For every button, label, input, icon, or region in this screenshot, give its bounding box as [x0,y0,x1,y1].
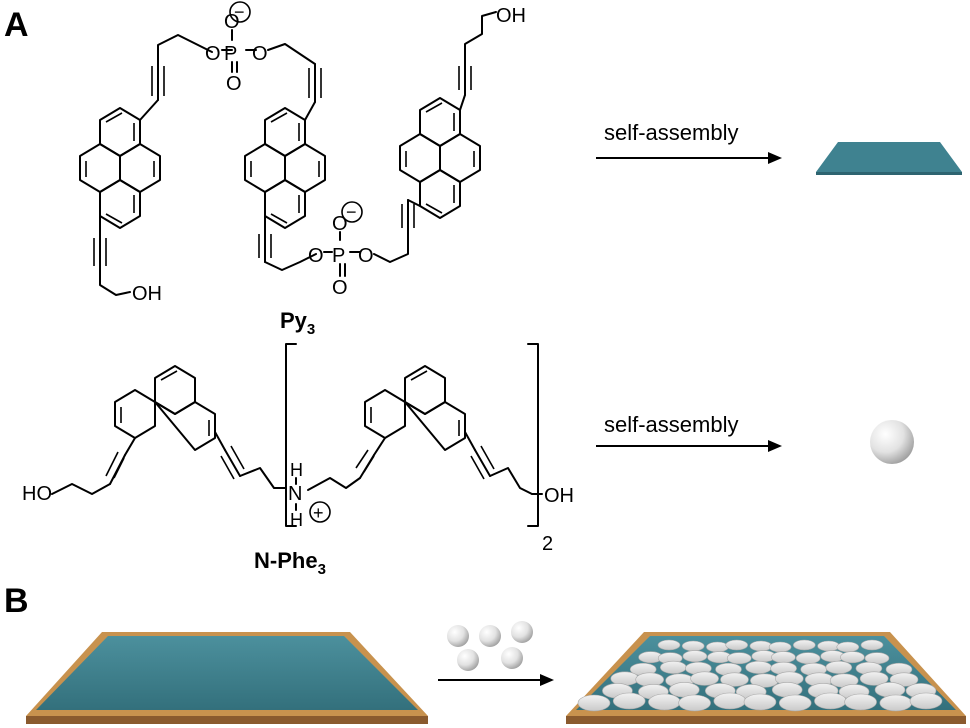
atom-n: N [288,483,302,505]
disc [720,672,749,687]
disc [844,693,877,711]
disc [768,641,792,653]
oh-label-1: OH [132,283,162,305]
atom-o-8: O [332,277,348,299]
disc [648,693,681,711]
disc [745,660,772,674]
disc [713,692,747,710]
charge-plus: + [313,503,324,523]
disc [726,652,752,665]
disc [612,692,646,710]
atom-o-4: O [226,73,242,95]
sheet-product [816,142,962,172]
disc [657,639,681,651]
sphere-1 [447,625,469,647]
sheet-left [26,632,428,724]
disc-array [577,639,943,712]
disc [814,692,847,710]
disc [690,671,719,686]
atom-o-6: O [358,245,374,267]
atom-o-2: O [252,43,268,65]
arrow-label-py3: self-assembly [604,120,738,145]
nphe3-name: N-Phe3 [254,548,326,578]
disc [749,640,773,652]
panel-a-label: A [4,6,29,44]
atom-p-2: P [332,245,345,267]
disc [771,651,796,664]
disc [879,694,913,712]
disc [860,639,884,651]
phenanthrene-unit-1 [114,365,216,451]
sheet-right [566,632,966,724]
sphere-3 [511,621,533,643]
disc [577,694,611,712]
atom-h-1: H [290,460,303,480]
disc [840,651,865,664]
disc [825,660,853,674]
atom-o-1: O [205,43,221,65]
nphe3-structure: HO H N H + 2 OH [22,343,574,578]
phenanthrene-unit-2 [364,365,466,451]
pyrene-unit-2 [244,107,326,229]
sphere-product [870,420,914,464]
pyrene-unit-1 [79,107,161,229]
disc [909,692,943,710]
disc [659,660,687,674]
atom-o-5: O [308,245,324,267]
oh-label-3: OH [544,485,574,507]
charge-minus-2: − [346,202,357,222]
disc [725,639,749,651]
pyrene-unit-3 [399,97,481,219]
py3-structure: O P O O O − OH O P O O [79,1,526,338]
ho-label: HO [22,483,52,505]
disc [706,641,729,653]
sphere-5 [501,647,523,669]
disc [682,650,708,663]
atom-p-1: P [224,43,237,65]
disc [817,640,840,652]
charge-minus-1: − [234,2,245,22]
arrow-panel-b-head [540,674,554,686]
py3-name: Py3 [280,308,315,338]
atom-o-3: O [224,11,240,33]
disc [859,671,889,686]
repeat-index: 2 [542,533,553,555]
oh-label-2: OH [496,5,526,27]
disc [836,641,860,653]
disc [743,693,777,711]
disc [778,694,812,712]
disc [678,694,711,712]
disc [795,652,821,665]
sphere-2 [479,625,501,647]
sphere-4 [457,649,479,671]
disc [681,640,705,652]
disc [792,639,816,651]
disc [874,682,906,698]
arrow-label-nphe3: self-assembly [604,412,738,437]
panel-b-label: B [4,582,29,620]
arrow-nphe3-head [768,440,782,452]
sphere-cluster [447,621,533,671]
arrow-py3-head [768,152,782,164]
